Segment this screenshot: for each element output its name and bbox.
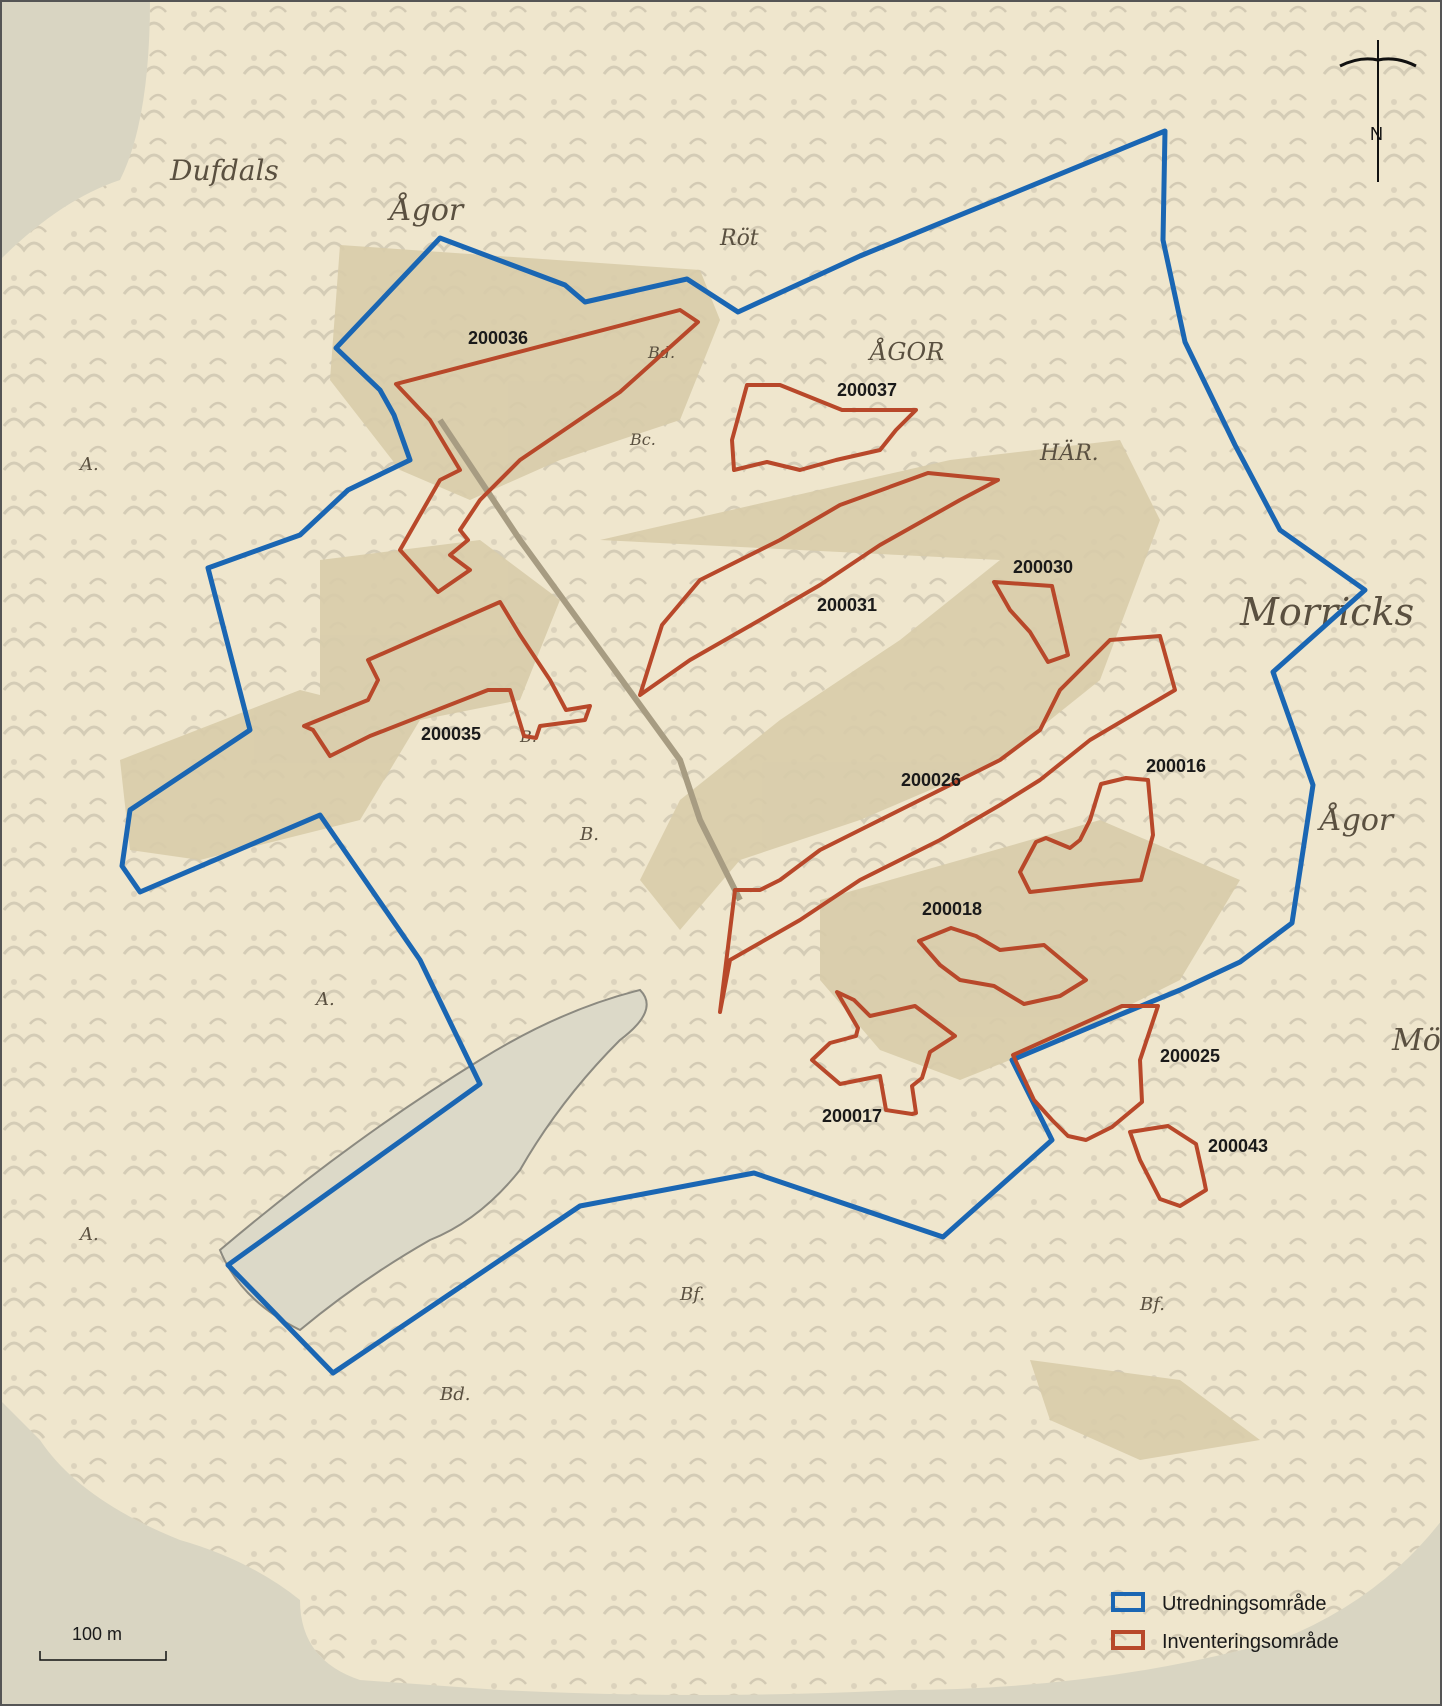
area-label-200026: 200026 [901,770,961,790]
area-label-200030: 200030 [1013,557,1073,577]
road [437,418,743,902]
area-200043-outline [1128,1124,1208,1208]
area-label-200036: 200036 [468,328,528,348]
north-label: N [1370,124,1383,144]
place-name: ÅGOR [867,337,944,366]
area-label-200018: 200018 [922,899,982,919]
legend-label-utredning: Utredningsområde [1162,1593,1327,1615]
place-name: Ågor [387,192,465,228]
area-200016-outline [1018,776,1155,894]
area-labels: 200036 200037 200031 200030 200035 20002… [421,328,1268,1156]
parcel-letter: Bd. [439,1384,470,1405]
inventering-areas [302,308,1208,1208]
area-label-200025: 200025 [1160,1046,1220,1066]
area-200030-outline [992,580,1070,664]
scale-bar: 100 m [39,1624,167,1661]
legend: Utredningsområde Inventeringsområde [1111,1592,1339,1653]
area-label-200043: 200043 [1208,1136,1268,1156]
legend-swatch-utredning [1111,1592,1145,1612]
area-200025-outline [1011,1004,1160,1142]
parcel-letter: Bc. [629,430,656,449]
area-label-200017: 200017 [822,1106,882,1126]
north-arrow: N [1339,40,1417,182]
area-label-200037: 200037 [837,380,897,400]
place-name: Dufdals [169,154,279,187]
place-name: Ågor [1317,802,1395,838]
parcel-letter: A. [78,1224,99,1245]
scale-label: 100 m [72,1624,122,1644]
area-label-200031: 200031 [817,595,877,615]
parcel-letter: A. [78,454,99,475]
parcel-letter: Bf. [1139,1294,1165,1315]
water-inlet [218,988,648,1332]
place-name: Mö [1391,1023,1441,1058]
parcel-letter: B. [579,824,599,845]
legend-label-inventering: Inventeringsområde [1162,1631,1339,1653]
area-200036-outline [394,308,700,594]
area-200035-outline [302,600,592,758]
parcel-letter: Bf. [679,1284,705,1305]
place-name: Röt [719,226,759,251]
area-200031-outline [638,471,1000,697]
utredning-boundary [119,128,1368,1376]
area-label-200035: 200035 [421,724,481,744]
area-label-200016: 200016 [1146,756,1206,776]
area-200017-outline [810,990,957,1116]
area-200026-outline [718,634,1177,1014]
parcel-letter: A. [314,989,335,1010]
legend-swatch-inventering [1111,1630,1145,1650]
area-200018-outline [917,926,1088,1006]
place-names: Dufdals Ågor Röt ÅGOR HÄR. Morricks Ågor… [169,154,1441,1058]
area-200037-outline [730,383,918,472]
place-name: HÄR. [1039,439,1099,466]
